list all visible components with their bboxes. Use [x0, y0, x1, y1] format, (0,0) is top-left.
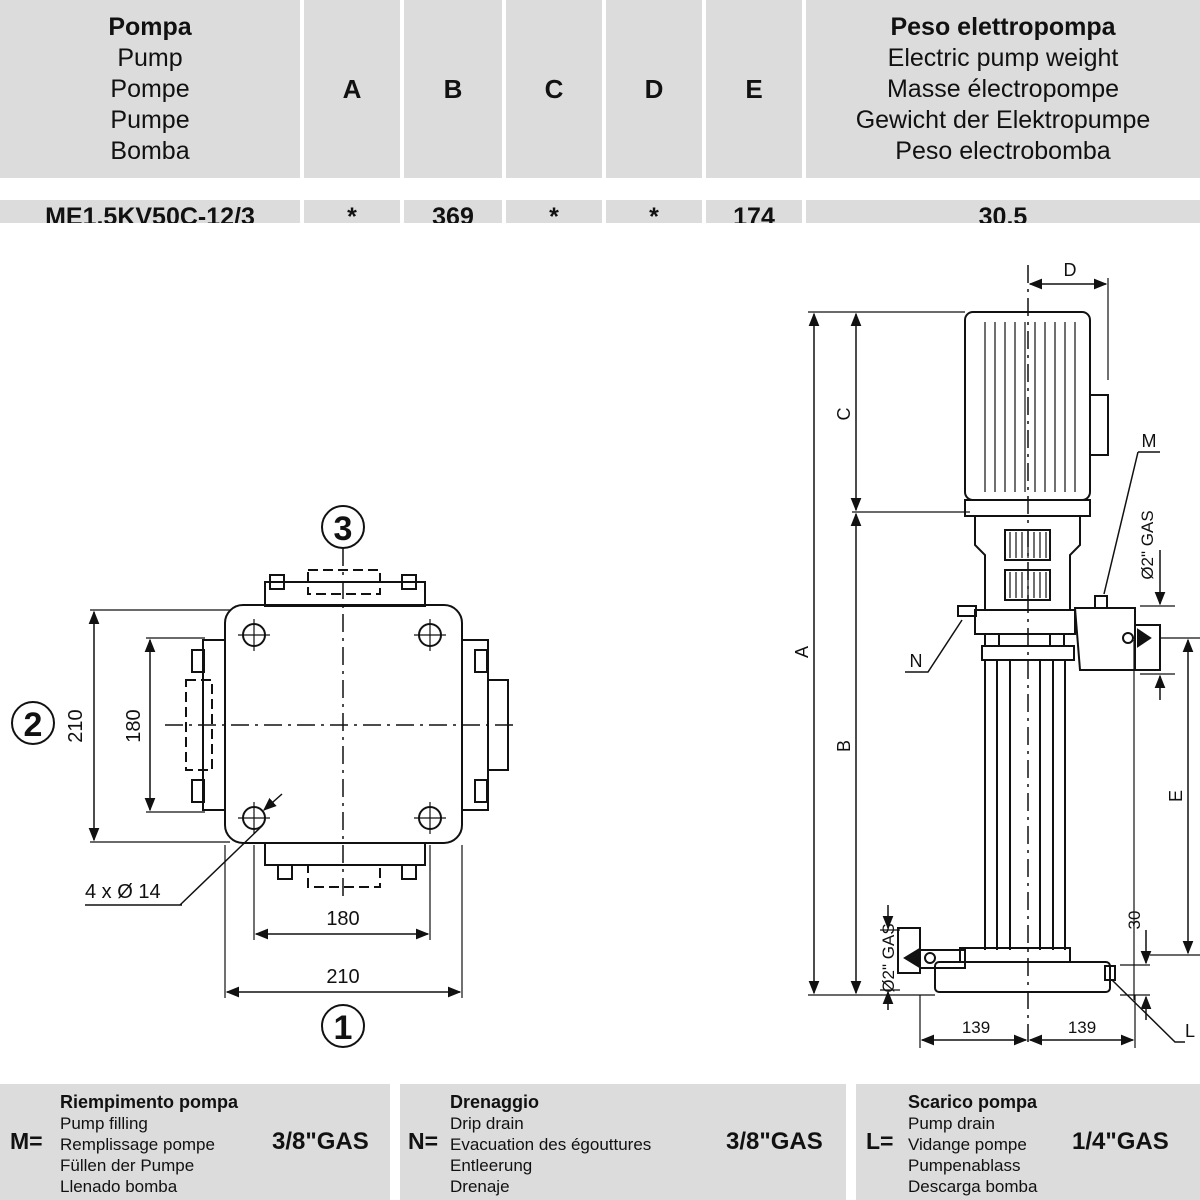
d-cell: * [606, 200, 702, 223]
a-value: * [347, 203, 357, 223]
side-label-c: C [834, 408, 854, 421]
dim-30-label: 30 [1125, 911, 1144, 930]
legend-l-key: L= [866, 1128, 894, 1154]
b-value: 369 [432, 203, 474, 223]
weight-header-fr: Masse électropompe [886, 74, 1120, 103]
weight-value: 30.5 [978, 203, 1028, 223]
model-value: ME1.5KV50C-12/3 [45, 203, 255, 223]
legend-n-lines: Drenaggio Drip drain Evacuation des égou… [450, 1092, 651, 1197]
pump-header-de: Pumpe [110, 105, 190, 134]
legend-n-en: Drip drain [450, 1114, 524, 1133]
table-row: ME1.5KV50C-12/3 * 369 * * 174 30.5 [0, 200, 1200, 223]
dimension-table-header: Pompa Pump Pompe Pumpe Bomba A B C D E P… [0, 0, 1200, 178]
port-3-label: 3 [334, 510, 353, 548]
weight-header-it: Peso elettropompa [890, 12, 1116, 41]
legend-n-it: Drenaggio [450, 1092, 540, 1112]
pump-header-es: Bomba [110, 136, 190, 165]
c-value: * [549, 203, 559, 223]
legend-l-lines: Scarico pompa Pump drain Vidange pompe P… [908, 1092, 1037, 1197]
label-n: N [910, 651, 923, 671]
legend-m-de: Füllen der Pumpe [60, 1156, 195, 1175]
gas-lower-label: Ø2" GAS [879, 923, 898, 992]
side-view [808, 265, 1200, 1048]
legend-l-es: Descarga bomba [908, 1177, 1038, 1196]
side-label-a: A [792, 646, 812, 658]
b-cell: 369 [404, 200, 502, 223]
legend-m: M= Riempimento pompa Pump filling Rempli… [0, 1084, 390, 1200]
pump-header-en: Pump [117, 43, 183, 72]
weight-header-de: Gewicht der Elektropumpe [855, 105, 1151, 134]
weight-header-en: Electric pump weight [887, 43, 1119, 72]
legend-m-it: Riempimento pompa [60, 1092, 239, 1112]
technical-drawing: 3 2 1 210 180 180 210 4 x Ø 14 [11, 260, 1200, 1048]
legend-m-size: 3/8"GAS [272, 1128, 369, 1155]
dim-210-horizontal: 210 [326, 966, 359, 988]
pump-header: Pompa Pump Pompe Pumpe Bomba [0, 0, 300, 178]
legend-l-fr: Vidange pompe [908, 1135, 1027, 1154]
pump-header-it: Pompa [108, 12, 192, 41]
legend-m-en: Pump filling [60, 1114, 148, 1133]
label-l: L [1185, 1021, 1195, 1041]
dim-180-horizontal: 180 [326, 908, 359, 930]
port-1-label: 1 [334, 1009, 353, 1047]
column-a-header: A [304, 0, 400, 178]
legend-l-de: Pumpenablass [908, 1156, 1021, 1175]
gas-upper-label: Ø2" GAS [1138, 510, 1157, 579]
dim-139-right: 139 [1068, 1018, 1096, 1037]
model-cell: ME1.5KV50C-12/3 [0, 200, 300, 223]
label-m: M [1142, 431, 1157, 451]
pump-header-fr: Pompe [110, 74, 190, 103]
legend-n-fr: Evacuation des égouttures [450, 1135, 652, 1154]
e-value: 174 [733, 203, 775, 223]
weight-cell: 30.5 [806, 200, 1200, 223]
legend-l-en: Pump drain [908, 1114, 995, 1133]
dim-210-vertical: 210 [65, 709, 87, 742]
legend-n-de: Entleerung [450, 1156, 533, 1175]
c-cell: * [506, 200, 602, 223]
side-label-d: D [1064, 260, 1077, 280]
plan-view [11, 505, 518, 1048]
port-2-label: 2 [24, 706, 43, 744]
weight-header: Peso elettropompa Electric pump weight M… [806, 0, 1200, 178]
legend-m-lines: Riempimento pompa Pump filling Remplissa… [60, 1092, 238, 1197]
holes-label: 4 x Ø 14 [85, 881, 161, 903]
legend-l: L= Scarico pompa Pump drain Vidange pomp… [856, 1084, 1200, 1200]
legend-n-key: N= [408, 1128, 439, 1154]
weight-header-es: Peso electrobomba [895, 136, 1111, 165]
column-d-header: D [606, 0, 702, 178]
legend-n-size: 3/8"GAS [726, 1128, 823, 1155]
legend-m-fr: Remplissage pompe [60, 1135, 215, 1154]
legend-l-size: 1/4"GAS [1072, 1128, 1169, 1155]
legend-n-es: Drenaje [450, 1177, 510, 1196]
column-c-header: C [506, 0, 602, 178]
column-b-header: B [404, 0, 502, 178]
side-label-e: E [1166, 790, 1186, 802]
legend-l-it: Scarico pompa [908, 1092, 1038, 1112]
dim-139-left: 139 [962, 1018, 990, 1037]
d-value: * [649, 203, 659, 223]
dim-180-vertical: 180 [123, 709, 145, 742]
side-label-b: B [834, 740, 854, 752]
legend-m-es: Llenado bomba [60, 1177, 178, 1196]
legend-m-key: M= [10, 1128, 43, 1154]
legend-n: N= Drenaggio Drip drain Evacuation des é… [400, 1084, 846, 1200]
e-cell: 174 [706, 200, 802, 223]
column-e-header: E [706, 0, 802, 178]
a-cell: * [304, 200, 400, 223]
